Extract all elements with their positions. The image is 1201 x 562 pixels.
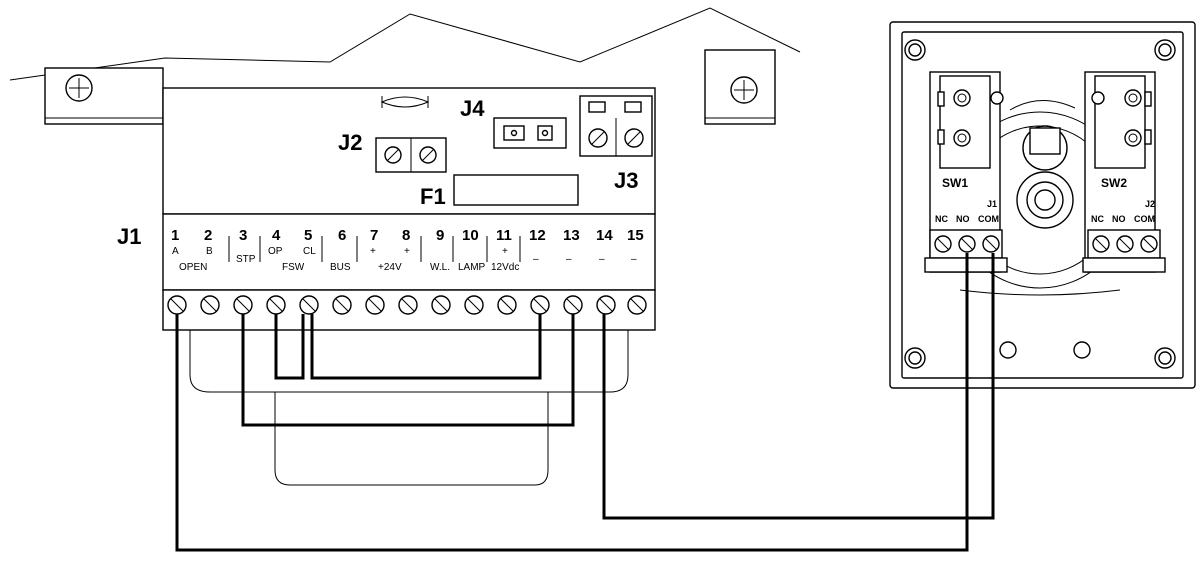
wire-5-12 — [310, 314, 542, 380]
screw-terminal-10 — [464, 295, 484, 315]
sublabel: B — [206, 246, 213, 257]
sublabel: – — [631, 254, 637, 265]
sublabel: + — [502, 246, 508, 257]
j1-label: J1 — [117, 224, 141, 249]
screw-terminal-15 — [627, 295, 647, 315]
terminal-number: 3 — [239, 227, 247, 244]
j3-connector — [579, 95, 653, 157]
group-label: BUS — [330, 262, 351, 273]
terminal-group-labels: OPEN STP FSW BUS +24V W.L. LAMP 12Vdc — [179, 236, 521, 273]
terminal-number: 1 — [171, 227, 179, 244]
housing — [9, 7, 801, 125]
wire-14-sw1-com — [602, 253, 995, 520]
group-label: W.L. — [430, 262, 450, 273]
sw2-label: SW2 — [1101, 176, 1127, 190]
j2-connector — [375, 96, 447, 173]
sw1-pin-nc: NC — [935, 214, 948, 224]
terminal-number: 2 — [204, 227, 212, 244]
corner-screw-icon — [904, 347, 926, 369]
wire-1-sw1-no — [175, 253, 969, 552]
j4-jumper — [493, 117, 567, 149]
f1-label: F1 — [420, 184, 446, 209]
corner-screw-icon — [1154, 39, 1176, 61]
f1-fuse — [453, 174, 579, 206]
control-board: J2 J4 J3 F1 J1 1 2 3 4 5 6 7 8 9 10 11 1… — [117, 87, 656, 331]
j3-label: J3 — [614, 168, 638, 193]
switch-sw2: SW2 J2 NC NO COM — [1082, 71, 1166, 273]
sw2-pin-com: COM — [1134, 214, 1155, 224]
group-label: LAMP — [458, 262, 486, 273]
sublabel: A — [172, 246, 179, 257]
sublabel: OP — [268, 246, 283, 257]
screw-terminal-2 — [200, 295, 220, 315]
group-label: +24V — [378, 262, 402, 273]
screw-terminal-12 — [530, 295, 550, 315]
corner-screw-icon — [1154, 347, 1176, 369]
wire-3-13 — [241, 314, 575, 427]
sublabel: + — [404, 246, 410, 257]
terminal-sublabels: A B OP CL + + + – – – – — [172, 246, 637, 265]
terminal-number: 14 — [596, 227, 613, 244]
sw2-pin-no: NO — [1112, 214, 1126, 224]
terminal-number: 10 — [462, 227, 479, 244]
sublabel: + — [370, 246, 376, 257]
screw-icon — [730, 76, 758, 104]
j2-label: J2 — [338, 130, 362, 155]
screw-terminal-1 — [167, 295, 187, 315]
sublabel: CL — [303, 246, 316, 257]
screw-terminal-13 — [563, 295, 583, 315]
j4-label: J4 — [460, 96, 485, 121]
screw-terminal-14 — [596, 295, 616, 315]
screw-terminal-11 — [497, 295, 517, 315]
sublabel: – — [599, 254, 605, 265]
terminal-number: 6 — [338, 227, 346, 244]
wire-4-5 — [274, 314, 305, 380]
group-label: 12Vdc — [491, 262, 519, 273]
sw1-label: SW1 — [942, 176, 968, 190]
screw-terminal-7 — [365, 295, 385, 315]
terminal-number: 12 — [529, 227, 546, 244]
terminal-screws — [167, 295, 647, 315]
screw-terminal-4 — [266, 295, 286, 315]
screw-terminal-3 — [233, 295, 253, 315]
transformer — [189, 330, 629, 486]
group-label: STP — [236, 254, 256, 265]
screw-terminal-5 — [299, 295, 319, 315]
cam-mechanism — [951, 99, 1129, 296]
screw-terminal-6 — [332, 295, 352, 315]
sw2-connector-label: J2 — [1145, 199, 1155, 209]
limit-switch-box: SW1 J1 NC NO COM SW2 J2 NC NO COM — [889, 21, 1196, 389]
terminal-number: 5 — [304, 227, 312, 244]
sw2-pin-nc: NC — [1091, 214, 1104, 224]
sublabel: – — [566, 254, 572, 265]
terminal-numbers: 1 2 3 4 5 6 7 8 9 10 11 12 13 14 15 — [171, 227, 644, 244]
sw1-pin-no: NO — [956, 214, 970, 224]
group-label: FSW — [282, 262, 305, 273]
terminal-number: 8 — [402, 227, 410, 244]
terminal-number: 9 — [436, 227, 444, 244]
terminal-number: 4 — [272, 227, 281, 244]
terminal-number: 13 — [563, 227, 580, 244]
sw1-connector-label: J1 — [987, 199, 997, 209]
sw1-pin-com: COM — [978, 214, 999, 224]
wiring — [175, 253, 995, 552]
corner-screw-icon — [904, 39, 926, 61]
screw-icon — [65, 74, 93, 102]
group-label: OPEN — [179, 262, 207, 273]
screw-terminal-8 — [398, 295, 418, 315]
left-mounting-bracket — [44, 67, 164, 125]
screw-terminal-9 — [431, 295, 451, 315]
terminal-number: 7 — [370, 227, 378, 244]
sublabel: – — [533, 254, 539, 265]
switch-sw1: SW1 J1 NC NO COM — [924, 71, 1008, 273]
terminal-number: 15 — [627, 227, 644, 244]
terminal-number: 11 — [496, 227, 512, 244]
